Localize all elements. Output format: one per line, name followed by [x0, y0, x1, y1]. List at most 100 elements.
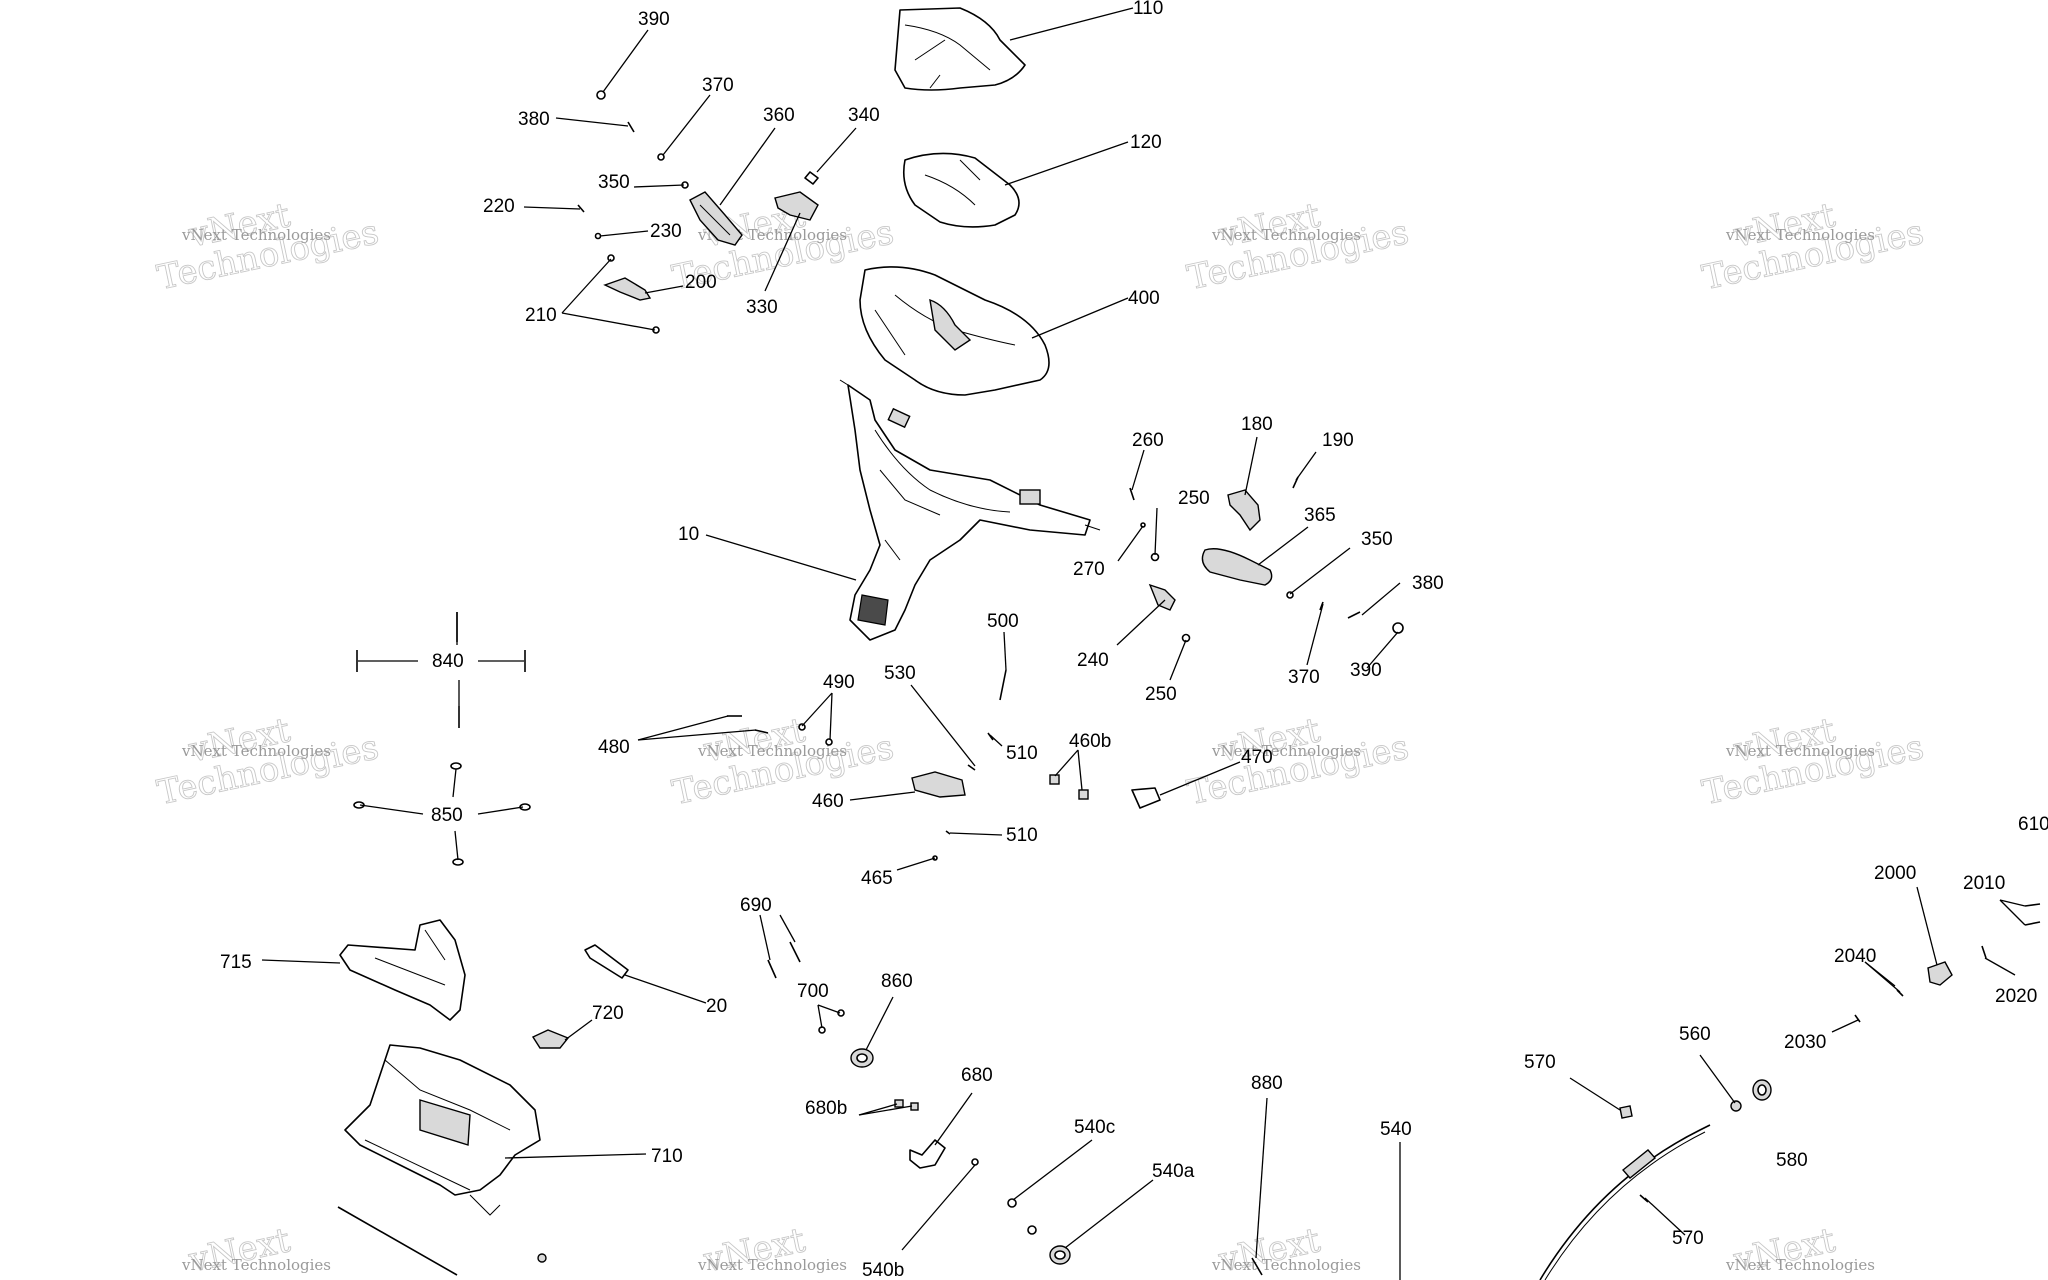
callout-470: 470 [1241, 747, 1273, 768]
part-570-clip-top [1619, 1105, 1633, 1119]
callout-20: 20 [706, 996, 727, 1017]
callout-labels: 110 120 400 390 380 370 360 340 350 220 … [220, 0, 2048, 1280]
callout-490: 490 [823, 672, 855, 693]
watermark-text-3: vNext Technologies [1211, 226, 1361, 244]
leader-lines [261, 7, 2026, 1280]
callout-350: 350 [598, 172, 630, 193]
part-540a-fitting [1049, 1245, 1071, 1265]
part-220-screw [577, 204, 585, 213]
part-110-top-cover [894, 7, 1026, 91]
callout-690: 690 [740, 895, 772, 916]
watermark-text-6: vNext Technologies [697, 742, 847, 760]
part-380-pin-right [1347, 611, 1361, 619]
callout-330: 330 [746, 297, 778, 318]
callout-2020: 2020 [1995, 986, 2037, 1007]
part-880-clip [1251, 1257, 1263, 1276]
callout-850: 850 [431, 805, 463, 826]
part-540-cable [1539, 1124, 1711, 1280]
part-460-bracket [911, 771, 966, 798]
callout-480: 480 [598, 737, 630, 758]
callout-350-right: 350 [1361, 529, 1393, 550]
part-490-washer-bottom [825, 738, 833, 746]
watermark-text-7: vNext Technologies [1211, 742, 1361, 760]
callout-510-bottom: 510 [1006, 825, 1038, 846]
part-540b-nut [971, 1158, 979, 1166]
watermark-text-12: vNext Technologies [1725, 1256, 1875, 1274]
part-2010-screw-bottom [2024, 921, 2041, 926]
callout-10: 10 [678, 524, 699, 545]
part-120-cover [902, 152, 1020, 228]
callout-880: 880 [1251, 1073, 1283, 1094]
callout-680b: 680b [805, 1098, 847, 1119]
callout-230: 230 [650, 221, 682, 242]
callout-460: 460 [812, 791, 844, 812]
callout-210: 210 [525, 305, 557, 326]
callout-570-bottom: 570 [1672, 1228, 1704, 1249]
callout-530: 530 [884, 663, 916, 684]
callout-270: 270 [1073, 559, 1105, 580]
callout-680: 680 [961, 1065, 993, 1086]
part-530-spring [967, 764, 976, 771]
callout-120: 120 [1130, 132, 1162, 153]
part-180-lever [1227, 489, 1261, 532]
callout-580: 580 [1776, 1150, 1808, 1171]
part-cable-fitting [1621, 1149, 1657, 1179]
watermark-text-1: vNext Technologies [181, 226, 331, 244]
parts [337, 7, 2041, 1280]
part-715-bracket [339, 919, 466, 1021]
part-510-clip-bottom [945, 830, 951, 835]
part-240-lever-right [1148, 583, 1176, 611]
callout-370-right: 370 [1288, 667, 1320, 688]
part-470-bracket [1131, 787, 1161, 809]
callout-860: 860 [881, 971, 913, 992]
part-10-handlebar-frame [839, 379, 1101, 641]
callout-180: 180 [1241, 414, 1273, 435]
callout-360: 360 [763, 105, 795, 126]
callout-510-top: 510 [1006, 743, 1038, 764]
callout-700: 700 [797, 981, 829, 1002]
part-540c-nut [1007, 1198, 1017, 1208]
callout-110: 110 [1133, 0, 1163, 19]
callout-400: 400 [1128, 288, 1160, 309]
part-rod [337, 1206, 458, 1276]
part-340-nut [804, 171, 819, 185]
part-2000-switch [1927, 961, 1953, 986]
callout-460b: 460b [1069, 731, 1111, 752]
callout-190: 190 [1322, 430, 1354, 451]
watermark-text-9: vNext Technologies [181, 1256, 331, 1274]
watermark-text-4: vNext Technologies [1725, 226, 1875, 244]
callout-365: 365 [1304, 505, 1336, 526]
part-710-housing [344, 1044, 541, 1216]
callout-2040: 2040 [1834, 946, 1876, 967]
callout-240: 240 [1077, 650, 1109, 671]
part-490-washer-top [798, 723, 806, 731]
callout-250-bottom: 250 [1145, 684, 1177, 705]
callout-380: 380 [518, 109, 550, 130]
callout-465: 465 [861, 868, 893, 889]
part-690-screw-left [767, 959, 777, 979]
callout-570-top: 570 [1524, 1052, 1556, 1073]
callout-2010: 2010 [1963, 873, 2005, 894]
part-860-grommet [850, 1048, 874, 1068]
callout-200: 200 [685, 272, 717, 293]
callout-720: 720 [592, 1003, 624, 1024]
part-330-bracket [774, 191, 819, 221]
watermark-text-8: vNext Technologies [1725, 742, 1875, 760]
part-690-screw-right [789, 941, 801, 963]
callout-340: 340 [848, 105, 880, 126]
part-260-pin [1129, 487, 1135, 501]
callout-540b: 540b [862, 1260, 904, 1280]
callout-560: 560 [1679, 1024, 1711, 1045]
callout-2030: 2030 [1784, 1032, 1826, 1053]
part-small-nut [537, 1253, 547, 1263]
part-2020-screw [1981, 945, 1987, 959]
callout-540: 540 [1380, 1119, 1412, 1140]
part-560-nut [1730, 1100, 1742, 1112]
callout-370: 370 [702, 75, 734, 96]
part-390-nut [596, 90, 606, 100]
part-700-nut-right [837, 1009, 845, 1017]
callout-250-top: 250 [1178, 488, 1210, 509]
part-540a-nut [1027, 1225, 1037, 1235]
callout-610: 610 [2018, 814, 2048, 835]
